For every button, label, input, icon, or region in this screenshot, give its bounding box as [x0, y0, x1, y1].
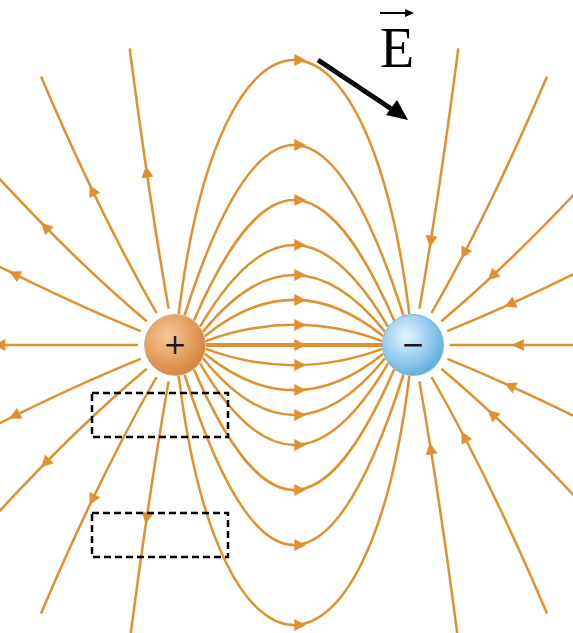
field-arrowhead	[294, 539, 306, 551]
field-line	[0, 136, 147, 322]
field-line-path	[194, 200, 394, 320]
field-arrowhead	[504, 296, 517, 307]
field-line	[0, 216, 141, 331]
field-line	[200, 239, 388, 327]
field-arrowhead	[294, 194, 306, 206]
field-arrowhead	[294, 409, 306, 421]
field-arrowhead	[89, 492, 100, 505]
negative-charge: −	[382, 314, 444, 376]
field-line	[130, 48, 169, 308]
field-line-path	[185, 145, 404, 315]
field-line-path	[200, 245, 388, 327]
field-line	[194, 194, 394, 320]
field-arrowhead	[41, 223, 54, 236]
field-line-path	[185, 375, 404, 545]
positive-charge: +	[144, 314, 206, 376]
connecting-field-lines	[179, 54, 410, 631]
dashed-box	[92, 393, 228, 437]
field-arrowhead	[294, 54, 306, 66]
outer-field-lines	[0, 48, 573, 633]
field-line	[185, 139, 404, 316]
field-arrowhead	[294, 439, 306, 451]
field-arrowhead	[294, 384, 306, 396]
field-line-path	[194, 370, 394, 490]
field-line	[203, 358, 385, 421]
field-arrowhead	[41, 455, 54, 468]
field-line	[185, 375, 404, 552]
field-arrowhead	[426, 235, 438, 248]
field-arrowhead	[504, 383, 517, 394]
field-arrowhead	[9, 271, 22, 282]
field-arrowhead	[294, 339, 306, 351]
field-arrowhead	[0, 339, 5, 351]
field-arrowhead	[426, 443, 438, 456]
field-symbol: E	[380, 20, 414, 76]
vector-sign	[405, 9, 414, 17]
field-line-path	[205, 300, 383, 336]
field-line	[0, 369, 147, 555]
field-arrowhead	[462, 431, 473, 444]
field-line	[206, 319, 382, 341]
field-line	[432, 77, 548, 313]
charge-sign: +	[163, 331, 186, 359]
field-arrowhead	[294, 484, 306, 496]
field-arrowhead	[488, 268, 501, 280]
dashed-box	[92, 513, 228, 557]
field-line-path	[206, 325, 382, 341]
field-line-path	[205, 354, 383, 390]
field-arrowhead	[462, 245, 473, 258]
field-line	[130, 381, 169, 633]
field-arrowhead	[294, 294, 306, 306]
field-vector-arrowhead	[386, 100, 408, 120]
field-arrowhead	[142, 166, 154, 178]
field-line-path	[203, 275, 385, 332]
field-arrowhead	[294, 619, 306, 631]
field-arrowhead	[294, 269, 306, 281]
field-line	[447, 216, 573, 331]
field-arrowhead	[294, 139, 306, 151]
field-arrowhead	[488, 410, 501, 422]
field-line	[419, 381, 458, 633]
field-arrowhead	[89, 185, 100, 198]
charge-sign: −	[401, 331, 424, 359]
field-line	[450, 344, 573, 347]
field-line	[0, 359, 141, 474]
field-line	[0, 344, 138, 347]
field-line	[206, 339, 382, 351]
field-line-path	[179, 376, 410, 625]
field-arrowhead	[512, 339, 524, 351]
field-line	[447, 359, 573, 474]
field-line-path	[206, 349, 382, 365]
field-line	[206, 349, 382, 371]
field-arrowhead	[294, 239, 306, 251]
field-line	[441, 136, 573, 322]
field-arrowhead	[294, 319, 306, 331]
field-line-path	[206, 343, 382, 347]
field-arrowhead	[294, 359, 306, 371]
field-line	[179, 376, 410, 631]
field-line	[205, 294, 383, 336]
field-line	[419, 48, 458, 308]
field-arrowhead	[9, 408, 22, 419]
